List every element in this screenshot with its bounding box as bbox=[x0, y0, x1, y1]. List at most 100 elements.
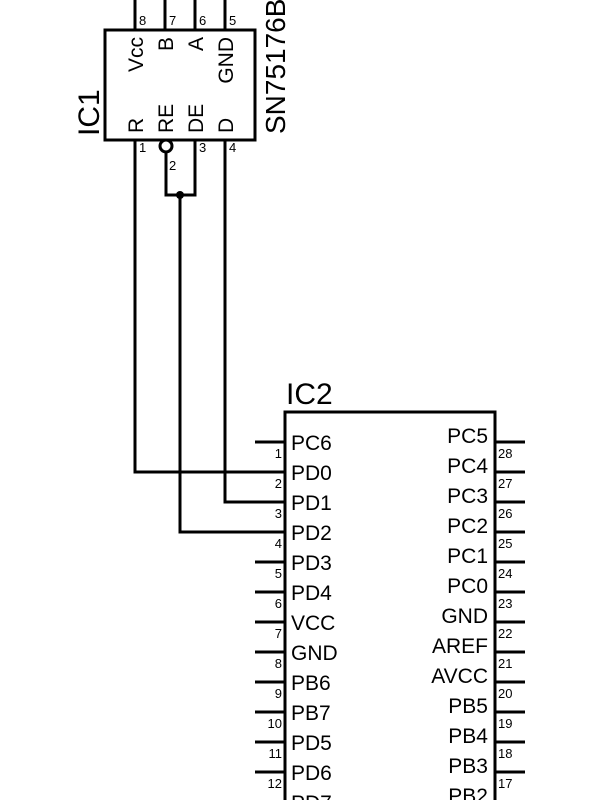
ic2-pin-num: 5 bbox=[275, 566, 282, 581]
ic2-pin-label: PC4 bbox=[447, 455, 488, 478]
ic2-pin: 27 PC4 bbox=[447, 455, 525, 491]
wire-r-to-pd0 bbox=[133, 138, 287, 474]
ic2-pin-label: PC2 bbox=[447, 515, 488, 538]
ic2-pin-num: 7 bbox=[275, 626, 282, 641]
ic2-pin-label: PD7 bbox=[291, 792, 332, 800]
ic2-pin: 11 PD5 bbox=[255, 732, 332, 761]
ic2-pin: 8 GND bbox=[255, 642, 338, 671]
ic2-pin-label: PB5 bbox=[448, 695, 488, 718]
ic2-pin-label: PC6 bbox=[291, 432, 332, 455]
ic2-pin-label: PD3 bbox=[291, 552, 332, 575]
ic2-pin-label: PC5 bbox=[447, 425, 488, 448]
ic1-pin-label: B bbox=[155, 37, 178, 51]
ic2-body bbox=[283, 410, 497, 800]
ic2-pin: 7 VCC bbox=[255, 612, 335, 641]
ic1-pin-num: 5 bbox=[229, 13, 236, 28]
ic2-pin-num: 27 bbox=[498, 476, 512, 491]
ic2-pin-num: 8 bbox=[275, 656, 282, 671]
ic2-pin-num: 28 bbox=[498, 446, 512, 461]
ic2-pin-num: 23 bbox=[498, 596, 512, 611]
ic2-pin-num: 11 bbox=[269, 746, 283, 761]
ic1-pin-label: GND bbox=[215, 37, 238, 84]
ic2-pin-label: GND bbox=[291, 642, 338, 665]
ic1-component: 8 7 6 5 Vcc B A GND R RE DE D 1 2 3 4 IC… bbox=[73, 0, 291, 173]
ic2-pin: 1 PC6 bbox=[255, 432, 332, 461]
ic2-pin-label: PD1 bbox=[291, 492, 332, 515]
ic2-pin-label: PD6 bbox=[291, 762, 332, 785]
ic2-pin-num: 3 bbox=[275, 506, 282, 521]
ic2-pin-num: 19 bbox=[498, 716, 512, 731]
ic2-pin: 28 PC5 bbox=[447, 425, 525, 461]
ic2-pin: 20 AVCC bbox=[431, 665, 525, 701]
ic2-pin-label: GND bbox=[441, 605, 488, 628]
ic2-pin-num: 10 bbox=[268, 716, 282, 731]
ic2-pin-label: PD0 bbox=[291, 462, 332, 485]
ic1-inversion-bubble bbox=[158, 138, 174, 154]
ic2-pin: 3 PD1 bbox=[255, 492, 332, 521]
ic2-pin-num: 20 bbox=[498, 686, 512, 701]
ic1-pin-num: 6 bbox=[199, 13, 206, 28]
ic2-pin: 12 PD6 bbox=[255, 762, 332, 791]
ic2-pin-num: 22 bbox=[498, 626, 512, 641]
ic1-pin-num: 4 bbox=[229, 140, 236, 155]
ic2-pin-num: 25 bbox=[498, 536, 512, 551]
ic2-pin-label: PD5 bbox=[291, 732, 332, 755]
ic2-pin: 5 PD3 bbox=[255, 552, 332, 581]
wire-re-de-to-pd2 bbox=[178, 193, 287, 534]
ic2-pin-label: AVCC bbox=[431, 665, 488, 688]
ic2-pin-label: PB3 bbox=[448, 755, 488, 778]
ic1-part-number: SN75176B bbox=[260, 0, 291, 134]
ic2-pin-num: 12 bbox=[268, 776, 282, 791]
ic1-pin-num: 3 bbox=[199, 140, 206, 155]
ic2-reference: IC2 bbox=[286, 378, 333, 411]
ic1-pin-num: 8 bbox=[139, 13, 146, 28]
ic2-pin-label: PC0 bbox=[447, 575, 488, 598]
ic2-pin-label: VCC bbox=[291, 612, 335, 635]
ic2-pin: 19 PB5 bbox=[448, 695, 525, 731]
ic2-pin-num: 9 bbox=[275, 686, 282, 701]
ic2-pin: 23 PC0 bbox=[447, 575, 525, 611]
ic2-pin: 18 PB4 bbox=[448, 725, 525, 761]
ic1-pin-label: DE bbox=[185, 104, 208, 133]
ic1-pin-num: 7 bbox=[169, 13, 176, 28]
ic1-pin-label: Vcc bbox=[125, 37, 148, 72]
ic1-pin-num: 2 bbox=[169, 158, 176, 173]
ic2-pin: PD7 bbox=[291, 792, 332, 800]
ic2-pin: 26 PC3 bbox=[447, 485, 525, 521]
ic2-pin-num: 17 bbox=[498, 776, 512, 791]
junction-dot bbox=[176, 191, 184, 199]
ic2-pin-num: 21 bbox=[498, 656, 512, 671]
ic2-pin-num: 1 bbox=[275, 446, 282, 461]
ic2-pin: 9 PB6 bbox=[255, 672, 331, 701]
ic2-pin-num: 24 bbox=[498, 566, 512, 581]
ic2-pin-label: PB4 bbox=[448, 725, 488, 748]
ic2-pin: PB2 bbox=[448, 785, 488, 800]
ic1-pin-label: R bbox=[125, 118, 148, 133]
ic1-pin-label: D bbox=[215, 118, 238, 133]
ic1-pin-label: RE bbox=[155, 104, 178, 133]
ic1-body bbox=[103, 28, 257, 142]
ic2-pin-label: PC3 bbox=[447, 485, 488, 508]
ic2-pin-label: PB6 bbox=[291, 672, 331, 695]
ic2-pin: 17 PB3 bbox=[448, 755, 525, 791]
ic1-pin-label: A bbox=[185, 37, 208, 51]
ic2-pin: 22 GND bbox=[441, 605, 525, 641]
ic2-pin: 2 PD0 bbox=[255, 462, 332, 491]
ic2-pin-label: AREF bbox=[432, 635, 488, 658]
ic2-pin-num: 26 bbox=[498, 506, 512, 521]
ic1-pin-num: 1 bbox=[139, 140, 146, 155]
ic2-pin-label: PD4 bbox=[291, 582, 332, 605]
ic1-reference: IC1 bbox=[73, 89, 106, 136]
ic2-pin-num: 4 bbox=[275, 536, 282, 551]
ic2-pin-num: 2 bbox=[275, 476, 282, 491]
ic2-pin-label: PD2 bbox=[291, 522, 332, 545]
ic2-pin-num: 18 bbox=[498, 746, 512, 761]
ic2-pin: 4 PD2 bbox=[255, 522, 332, 551]
